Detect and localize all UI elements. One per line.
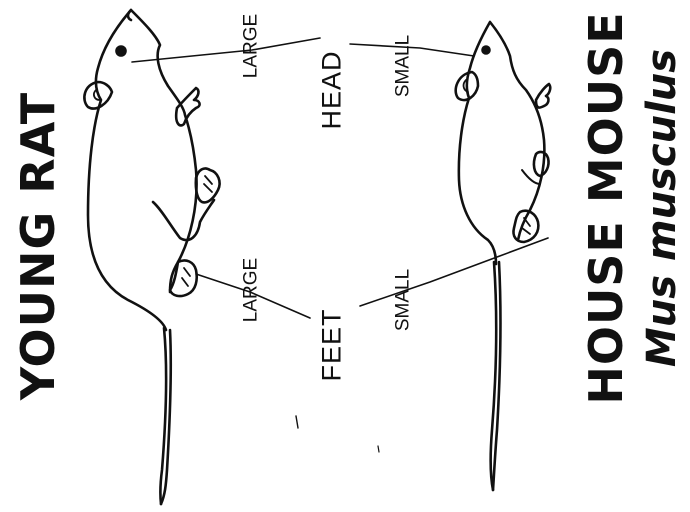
house-mouse-drawing <box>456 22 551 490</box>
head-large-label: LARGE <box>242 14 261 78</box>
stray-mark <box>378 446 379 452</box>
rat-eye <box>117 47 126 56</box>
mouse-mid-paw <box>534 152 549 176</box>
rat-hind-leg <box>153 200 214 240</box>
head-line-rat <box>132 38 320 62</box>
stray-mark <box>296 416 298 428</box>
feet-small-label: SMALL <box>394 269 413 331</box>
feet-label: FEET <box>319 308 346 381</box>
rat-front-paw <box>176 88 199 125</box>
rat-hind-foot <box>196 168 220 202</box>
rat-body-outline <box>88 10 197 330</box>
species-name: Mus musculus <box>642 49 682 367</box>
rat-snout <box>128 10 131 20</box>
rat-back-foot <box>170 260 197 296</box>
young-rat-drawing <box>84 10 219 504</box>
young-rat-title: YOUNG RAT <box>15 92 61 400</box>
head-small-label: SMALL <box>394 35 413 97</box>
mouse-front-paw <box>536 84 550 108</box>
mouse-body-outline <box>459 22 545 264</box>
feet-large-label: LARGE <box>242 258 261 322</box>
head-label: HEAD <box>319 50 346 129</box>
feet-line-mouse <box>360 238 548 306</box>
house-mouse-title: HOUSE MOUSE <box>583 11 629 404</box>
mouse-eye <box>483 47 490 54</box>
